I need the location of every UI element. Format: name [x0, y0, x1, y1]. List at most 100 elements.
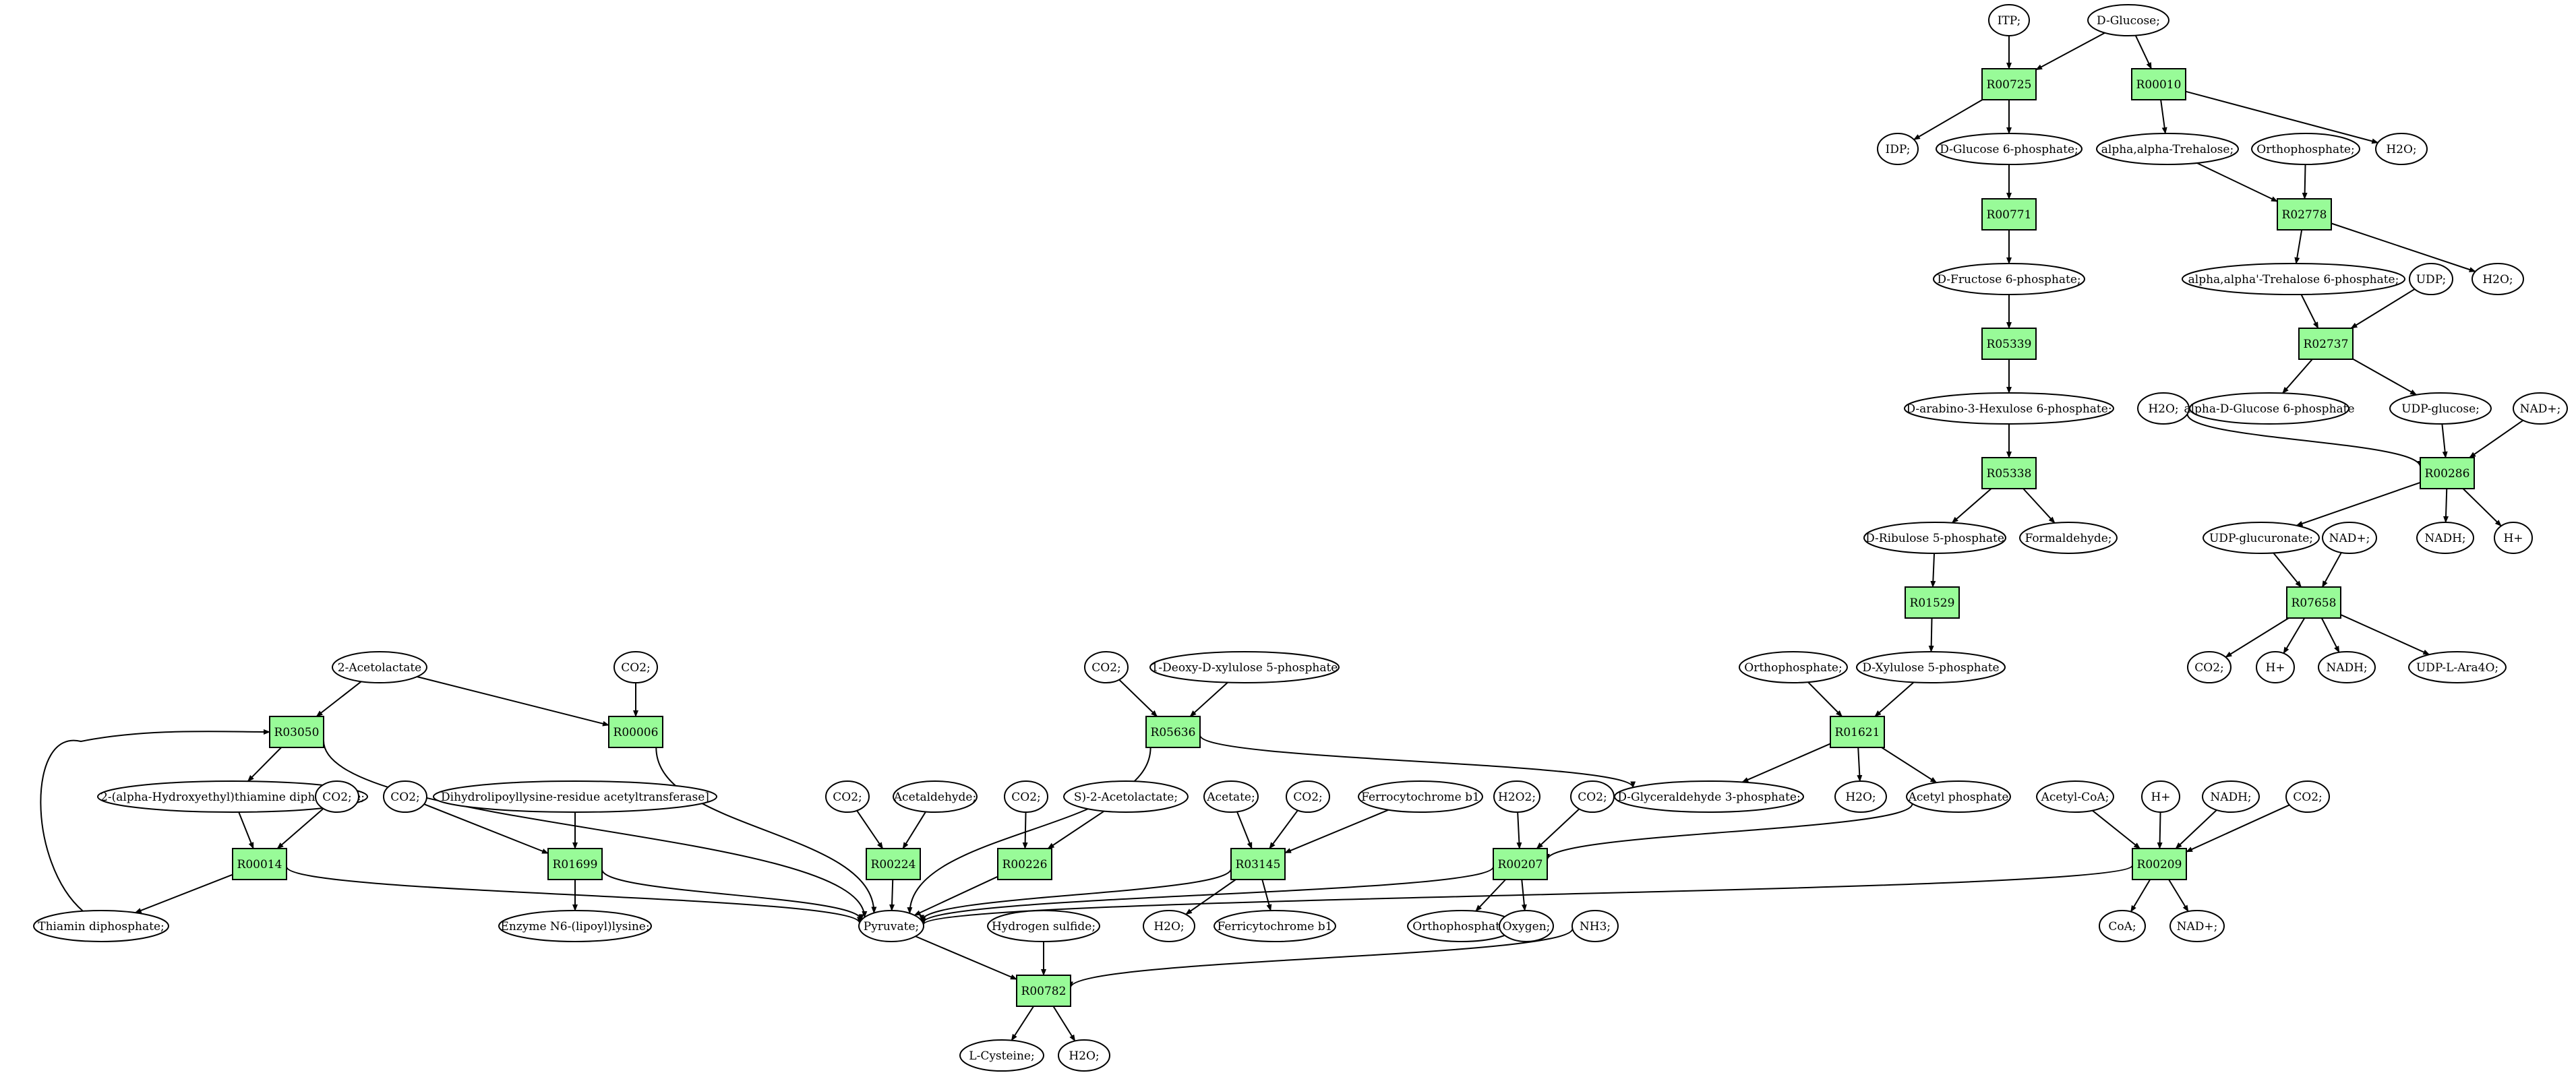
compound-node-co2_j[interactable]: CO2;	[2285, 780, 2330, 813]
compound-node-nadh_a[interactable]: NADH;	[2416, 522, 2474, 554]
node-label: CO2;	[2293, 791, 2323, 804]
compound-node-nadh_c[interactable]: NADH;	[2202, 780, 2260, 813]
compound-node-h2o_b[interactable]: H2O;	[2472, 263, 2524, 295]
compound-node-enzn6[interactable]: Enzyme N6-(lipoyl)lysine;	[498, 910, 652, 942]
compound-node-ribu5p[interactable]: D-Ribulose 5-phosphate	[1863, 522, 2006, 554]
node-label: NAD+;	[2520, 402, 2561, 416]
compound-node-co2_g[interactable]: CO2;	[1004, 780, 1048, 813]
compound-node-nad_b[interactable]: NAD+;	[2322, 522, 2377, 554]
compound-node-co2_a[interactable]: CO2;	[1084, 651, 1129, 683]
compound-node-co2_i[interactable]: CO2;	[1570, 780, 1615, 813]
reaction-node-r05338[interactable]: R05338	[1981, 457, 2037, 489]
compound-node-thiamin[interactable]: Thiamin diphosphate;	[33, 910, 169, 942]
compound-node-trehalose[interactable]: alpha,alpha-Trehalose;	[2096, 133, 2239, 165]
compound-node-adg6p[interactable]: alpha-D-Glucose 6-phosphate	[2184, 392, 2355, 425]
node-label: Oxygen;	[1503, 920, 1551, 933]
compound-node-ferricyt[interactable]: Ferricytochrome b1	[1214, 910, 1336, 942]
reaction-node-r00224[interactable]: R00224	[866, 848, 921, 880]
compound-node-acetolac[interactable]: 2-Acetolactate	[332, 651, 427, 683]
compound-node-co2_e[interactable]: CO2;	[315, 780, 359, 813]
compound-node-udp[interactable]: UDP;	[2409, 263, 2453, 295]
reaction-node-r00771[interactable]: R00771	[1981, 198, 2037, 231]
compound-node-acetald[interactable]: Acetaldehyde;	[893, 780, 978, 813]
compound-node-lcys[interactable]: L-Cysteine;	[959, 1039, 1044, 1072]
compound-node-coa[interactable]: CoA;	[2099, 910, 2146, 942]
reaction-box	[1981, 198, 2037, 231]
reaction-node-r03145[interactable]: R03145	[1230, 848, 1286, 880]
compound-node-nadh_b[interactable]: NADH;	[2318, 651, 2376, 683]
compound-ellipse	[1084, 651, 1129, 683]
compound-node-hplus_b[interactable]: H+	[2256, 651, 2295, 683]
reaction-node-r07658[interactable]: R07658	[2286, 586, 2341, 619]
compound-node-acetylcoa[interactable]: Acetyl-CoA;	[2036, 780, 2114, 813]
compound-node-hplus_c[interactable]: H+	[2141, 780, 2180, 813]
compound-node-orthophos2[interactable]: Orthophosphate;	[1739, 651, 1848, 683]
compound-node-oxygen[interactable]: Oxygen;	[1499, 910, 1554, 942]
compound-node-s2acetolac[interactable]: S)-2-Acetolactate;	[1063, 780, 1189, 813]
compound-node-orthophos3[interactable]: Orthophosphate;	[1407, 910, 1516, 942]
compound-node-pyruvate[interactable]: Pyruvate;	[858, 910, 924, 942]
reaction-node-r00006[interactable]: R00006	[608, 716, 663, 748]
node-label: Acetate;	[1206, 791, 1255, 804]
compound-node-formald[interactable]: Formaldehyde;	[2019, 522, 2118, 554]
compound-node-co2_h[interactable]: CO2;	[1286, 780, 1330, 813]
compound-node-hplus_a[interactable]: H+	[2494, 522, 2533, 554]
node-label: H2O2;	[1498, 791, 1536, 804]
edge-xylu5p-to-r01621	[1874, 681, 1915, 717]
compound-node-g6p[interactable]: D-Glucose 6-phosphate;	[1936, 133, 2083, 165]
compound-node-acetylp[interactable]: Acetyl phosphate	[1906, 780, 2011, 813]
reaction-node-r00286[interactable]: R00286	[2420, 457, 2475, 489]
compound-node-nh3[interactable]: NH3;	[1571, 910, 1619, 942]
compound-node-h2o_f[interactable]: H2O;	[1058, 1039, 1110, 1072]
reaction-node-r01529[interactable]: R01529	[1905, 586, 1960, 619]
compound-node-h2o_a[interactable]: H2O;	[2375, 133, 2428, 165]
compound-node-deoxyx5p[interactable]: 1-Deoxy-D-xylulose 5-phosphate	[1149, 651, 1340, 683]
compound-node-h2o2[interactable]: H2O2;	[1493, 780, 1540, 813]
compound-node-arabhex[interactable]: D-arabino-3-Hexulose 6-phosphate;	[1904, 392, 2114, 425]
compound-node-idp[interactable]: IDP;	[1877, 133, 1919, 165]
compound-node-udpglcur[interactable]: UDP-glucuronate;	[2203, 522, 2320, 554]
compound-node-itp[interactable]: ITP;	[1988, 4, 2030, 36]
compound-node-co2_f[interactable]: CO2;	[825, 780, 870, 813]
compound-node-g3p[interactable]: D-Glyceraldehyde 3-phosphate;	[1614, 780, 1804, 813]
compound-node-co2_d[interactable]: CO2;	[383, 780, 427, 813]
reaction-node-r02737[interactable]: R02737	[2298, 328, 2354, 360]
compound-node-dglucose[interactable]: D-Glucose;	[2087, 4, 2169, 36]
compound-node-xylu5p[interactable]: D-Xylulose 5-phosphate	[1856, 651, 2006, 683]
node-label: D-Xylulose 5-phosphate	[1862, 661, 1999, 675]
compound-node-acetate[interactable]: Acetate;	[1203, 780, 1259, 813]
compound-node-h2o_e[interactable]: H2O;	[1143, 910, 1195, 942]
reaction-node-r01699[interactable]: R01699	[547, 848, 603, 880]
reaction-node-r03050[interactable]: R03050	[269, 716, 324, 748]
compound-ellipse	[858, 910, 924, 942]
compound-node-nad_c[interactable]: NAD+;	[2169, 910, 2225, 942]
compound-node-treh6p[interactable]: alpha,alpha'-Trehalose 6-phosphate;	[2182, 263, 2405, 295]
edge-nad_a-to-r00286	[2469, 419, 2524, 458]
compound-node-udpglc[interactable]: UDP-glucose;	[2389, 392, 2492, 425]
reaction-node-r05339[interactable]: R05339	[1981, 328, 2037, 360]
compound-node-dihydrolip[interactable]: Dihydrolipoyllysine-residue acetyltransf…	[433, 780, 717, 813]
compound-node-h2o_d[interactable]: H2O;	[1834, 780, 1887, 813]
compound-node-co2_b[interactable]: CO2;	[613, 651, 658, 683]
compound-node-udpara[interactable]: UDP-L-Ara4O;	[2408, 651, 2507, 683]
node-label: R01529	[1910, 596, 1955, 610]
reaction-node-r00782[interactable]: R00782	[1016, 975, 1071, 1007]
reaction-node-r00226[interactable]: R00226	[997, 848, 1052, 880]
reaction-node-r05636[interactable]: R05636	[1145, 716, 1201, 748]
reaction-node-r00209[interactable]: R00209	[2132, 848, 2187, 880]
reaction-node-r02778[interactable]: R02778	[2277, 198, 2332, 231]
compound-node-hethtpp[interactable]: 2-(alpha-Hydroxyethyl)thiamine diphospha…	[97, 780, 368, 813]
compound-node-h2o_c[interactable]: H2O;	[2137, 392, 2190, 425]
compound-node-nad_a[interactable]: NAD+;	[2513, 392, 2568, 425]
compound-node-h2s[interactable]: Hydrogen sulfide;	[987, 910, 1100, 942]
reaction-node-r00014[interactable]: R00014	[232, 848, 287, 880]
reaction-node-r01621[interactable]: R01621	[1830, 716, 1885, 748]
compound-node-f6p[interactable]: D-Fructose 6-phosphate;	[1933, 263, 2085, 295]
reaction-node-r00207[interactable]: R00207	[1493, 848, 1548, 880]
compound-node-ferrocyt[interactable]: Ferrocytochrome b1	[1358, 780, 1483, 813]
compound-node-orthophos1[interactable]: Orthophosphate;	[2251, 133, 2360, 165]
reaction-node-r00725[interactable]: R00725	[1981, 68, 2037, 100]
compound-node-co2_c[interactable]: CO2;	[2187, 651, 2231, 683]
edge-r00224-to-pyruvate	[889, 879, 895, 911]
reaction-node-r00010[interactable]: R00010	[2131, 68, 2186, 100]
